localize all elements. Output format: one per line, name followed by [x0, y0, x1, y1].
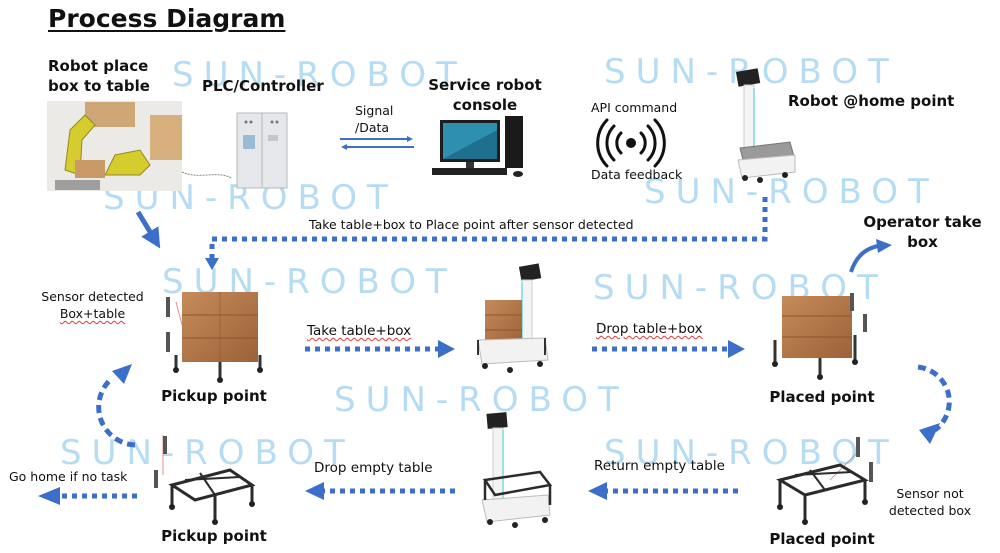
- placed-empty-table-image: [776, 437, 873, 525]
- robot-arm-label: Robot place box to table: [48, 56, 150, 96]
- placed-point-label: Placed point: [769, 388, 875, 406]
- watermark: SUN-ROBOT: [334, 380, 629, 420]
- sensor-detected-line2: Box+table: [59, 306, 126, 321]
- console-label-line2: console: [452, 96, 518, 114]
- route-label: Take table+box to Place point after sens…: [309, 216, 634, 233]
- sensor-detected-line1: Sensor detected: [41, 289, 144, 304]
- placed-point-bottom-label: Placed point: [769, 530, 875, 548]
- go-home-label: Go home if no task: [9, 469, 128, 484]
- console-label: Service robot console: [422, 75, 548, 115]
- robot-arm-image: [47, 101, 182, 191]
- operator-label-line1: Operator take: [863, 213, 982, 231]
- return-arrow: [588, 482, 738, 500]
- page-title: Process Diagram: [48, 4, 286, 33]
- data-feedback-label: Data feedback: [591, 167, 683, 182]
- drop-arrow: [592, 340, 745, 358]
- console-label-line1: Service robot: [428, 76, 542, 94]
- take-label-text: Take table+box: [307, 323, 412, 339]
- operator-arrow: [849, 239, 892, 273]
- take-label: Take table+box: [307, 323, 411, 340]
- robot-with-empty-table-image: [481, 412, 553, 528]
- drop-empty-table-label: Drop empty table: [314, 460, 433, 476]
- arrow-to-pickup: [135, 210, 161, 249]
- loaded-robot-image: [477, 263, 549, 373]
- signal-label-line2: /Data: [355, 120, 390, 135]
- pickup-empty-table-image: [154, 435, 256, 525]
- placed-table-with-boxes-image: [772, 293, 867, 380]
- home-robot-image: [735, 68, 796, 183]
- pickup-point-bottom-label: Pickup point: [161, 527, 267, 545]
- watermark: SUN-ROBOT: [172, 55, 467, 95]
- take-arrow: [305, 340, 455, 358]
- sensor-detected-label: Sensor detected Box+table: [35, 288, 150, 322]
- signal-label-line1: Signal: [355, 103, 394, 118]
- operator-take-box-label: Operator take box: [855, 212, 990, 252]
- sensor-not-detected-label: Sensor not detected box: [885, 485, 975, 519]
- sensor-not-line2: detected box: [888, 503, 972, 518]
- route-dotted-line: [205, 197, 768, 270]
- computer-console-image: [432, 116, 523, 177]
- pickup-point-label: Pickup point: [161, 387, 267, 405]
- route-label-text: Take table+box to Place point after sens…: [309, 217, 634, 232]
- home-point-label: Robot @home point: [788, 92, 955, 110]
- signal-arrows: [340, 136, 414, 150]
- return-empty-table-label: Return empty table: [594, 458, 725, 474]
- pickup-table-with-boxes-image: [166, 292, 263, 383]
- drop-empty-arrow: [305, 482, 455, 500]
- api-command-label: API command: [591, 100, 678, 115]
- plc-label: PLC/Controller: [202, 77, 324, 95]
- plc-cabinet-image: [181, 112, 288, 189]
- robot-arm-label-line1: Robot place: [48, 57, 149, 75]
- wireless-signal-icon: [596, 118, 666, 168]
- watermark: SUN-ROBOT: [644, 172, 939, 212]
- sensor-not-line1: Sensor not: [896, 486, 964, 501]
- operator-label-line2: box: [907, 233, 938, 251]
- right-loop-arrow: [917, 364, 952, 444]
- drop-label: Drop table+box: [596, 321, 703, 338]
- drop-label-text: Drop table+box: [596, 321, 703, 337]
- go-home-arrow: [38, 487, 137, 505]
- left-loop-arrow: [96, 364, 136, 448]
- watermark: SUN-ROBOT: [60, 433, 355, 473]
- robot-arm-label-line2: box to table: [48, 77, 150, 95]
- signal-data-label: Signal /Data: [355, 102, 393, 136]
